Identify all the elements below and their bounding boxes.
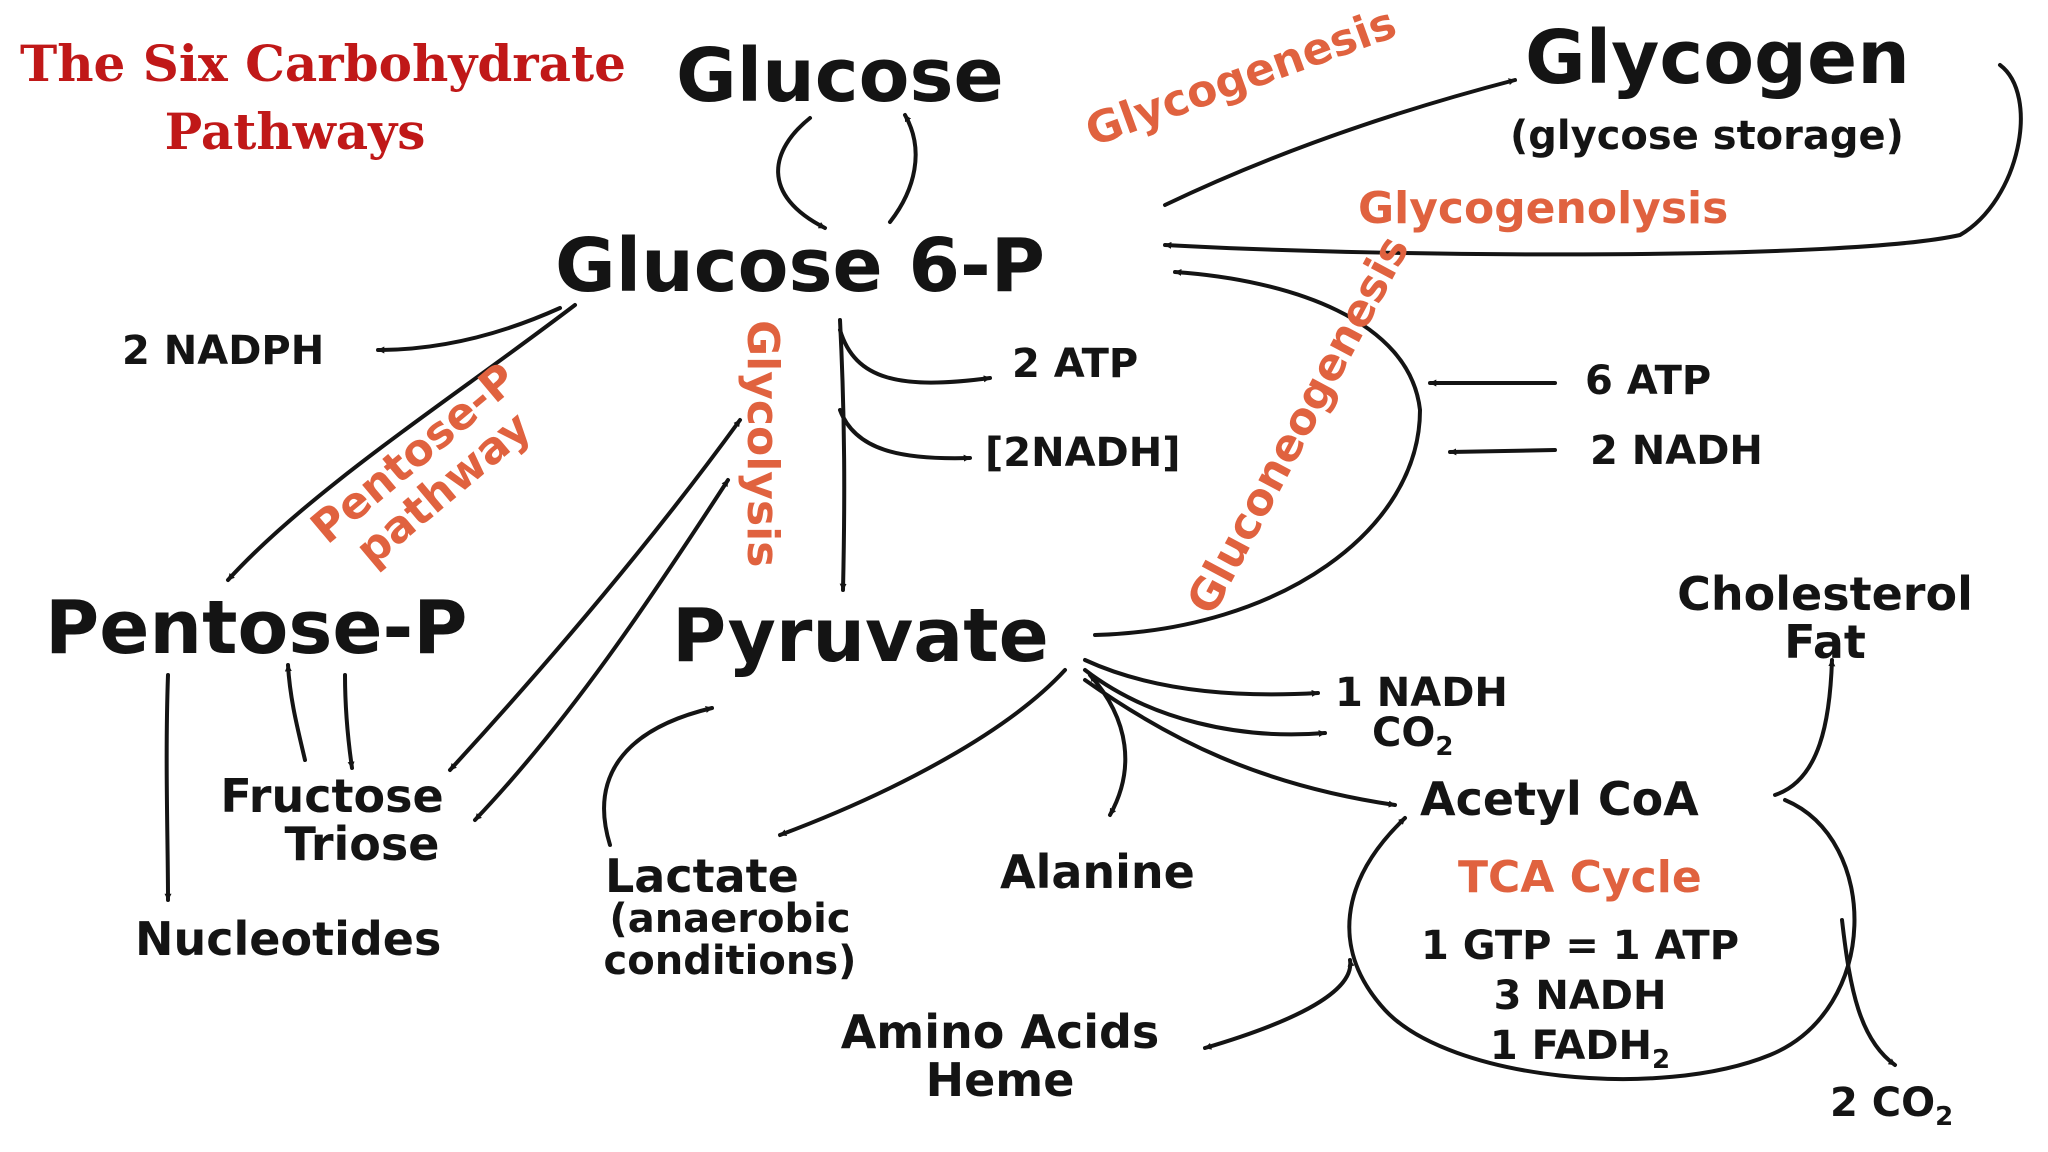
yield-2-nadh: 2 NADH xyxy=(1590,428,1763,474)
node-lactate: Lactate xyxy=(605,849,799,903)
node-nucleotides: Nucleotides xyxy=(135,912,442,966)
arrow-glucose-to-g6p xyxy=(776,116,827,230)
title-line-2: Pathways xyxy=(164,101,426,161)
arrow-to-2nadh xyxy=(838,408,972,462)
arrow-lactate-to-pyruvate xyxy=(602,706,714,847)
node-pentose-p: Pentose-P xyxy=(45,585,468,671)
cholesterol-label: Cholesterol xyxy=(1677,567,1973,621)
arrow-g6p-to-pentose xyxy=(226,303,577,582)
arrow-to-acetylcoa xyxy=(1083,678,1397,808)
arrow-pentose-to-triose xyxy=(343,673,355,770)
yield-co2: CO2 xyxy=(1372,712,1453,761)
tca-cycle-loop xyxy=(1347,798,1857,1081)
node-glucose: Glucose xyxy=(676,33,1004,119)
node-pyruvate: Pyruvate xyxy=(672,593,1049,679)
yield-2-co2: 2 CO2 xyxy=(1830,1082,1953,1131)
node-glucose-6p: Glucose 6-P xyxy=(555,223,1045,309)
node-acetyl-coa: Acetyl CoA xyxy=(1420,772,1699,826)
arrow-to-co2 xyxy=(1083,668,1327,738)
fat-label: Fat xyxy=(1784,615,1866,670)
co2-2-text: 2 CO xyxy=(1830,1080,1936,1126)
yield-3-nadh: 3 NADH xyxy=(1493,973,1667,1019)
label-glycogenolysis: Glycogenolysis xyxy=(1358,183,1729,234)
arrow-pyruvate-to-lactate xyxy=(778,668,1067,837)
arrow-2nadh-in xyxy=(1448,448,1557,456)
node-glycogen: Glycogen xyxy=(1525,15,1910,101)
label-tca-cycle: TCA Cycle xyxy=(1458,852,1702,903)
arrow-triose-to-pentose xyxy=(284,663,307,762)
node-fructose-triose: Fructose Triose xyxy=(212,772,452,869)
arrow-gluconeogenesis xyxy=(1093,268,1423,637)
amino-acids-label: Amino Acids xyxy=(840,1005,1160,1059)
heme-label: Heme xyxy=(925,1053,1075,1108)
diagram-title: The Six Carbohydrate Pathways xyxy=(20,30,626,165)
fadh-subscript: 2 xyxy=(1652,1045,1671,1075)
node-alanine: Alanine xyxy=(1000,845,1195,899)
lactate-sub-1: (anaerobic xyxy=(609,896,851,942)
node-amino-acids-heme: Amino Acids Heme xyxy=(820,1008,1180,1105)
tca-yields: 1 GTP = 1 ATP 3 NADH 1 FADH2 xyxy=(1380,925,1780,1074)
arrow-glycogenesis xyxy=(1163,78,1517,207)
node-glycogen-subtitle: (glycose storage) xyxy=(1510,113,1904,159)
arrow-glycogenolysis xyxy=(1163,63,2023,257)
arrow-triose-pyruvate xyxy=(473,478,730,822)
arrow-to-nadh1 xyxy=(1083,658,1320,697)
arrow-to-2co2 xyxy=(1840,918,1897,1067)
yield-2-nadph: 2 NADPH xyxy=(122,328,325,374)
co2-subscript: 2 xyxy=(1435,732,1454,762)
fadh-text: 1 FADH xyxy=(1489,1023,1653,1069)
lactate-sub-2: conditions) xyxy=(603,938,857,984)
co2-2-subscript: 2 xyxy=(1935,1102,1954,1132)
arrow-aminoacids-tca xyxy=(1203,958,1355,1050)
arrow-glycolysis xyxy=(838,318,847,592)
arrow-g6p-to-glucose xyxy=(888,113,918,224)
yield-6-atp: 6 ATP xyxy=(1585,358,1712,404)
node-lactate-condition: (anaerobic conditions) xyxy=(565,898,895,982)
arrow-to-nucleotides xyxy=(164,673,172,902)
arrow-to-cholesterol xyxy=(1773,658,1836,797)
arrow-to-2atp xyxy=(838,328,992,385)
yield-gtp: 1 GTP = 1 ATP xyxy=(1420,923,1740,969)
triose-label: Triose xyxy=(284,817,440,872)
node-cholesterol-fat: Cholesterol Fat xyxy=(1660,570,1990,667)
fructose-label: Fructose xyxy=(220,769,444,823)
yield-fadh2: 1 FADH2 xyxy=(1380,1025,1780,1074)
title-line-1: The Six Carbohydrate xyxy=(20,34,626,93)
arrow-g6p-to-nadph xyxy=(376,306,562,354)
yield-2-atp: 2 ATP xyxy=(1012,341,1139,387)
yield-2nadh-bracket: [2NADH] xyxy=(985,430,1181,476)
label-glycolysis: Glycolysis xyxy=(737,320,788,568)
co2-text: CO xyxy=(1372,710,1436,756)
yield-1-nadh: 1 NADH xyxy=(1335,670,1508,716)
